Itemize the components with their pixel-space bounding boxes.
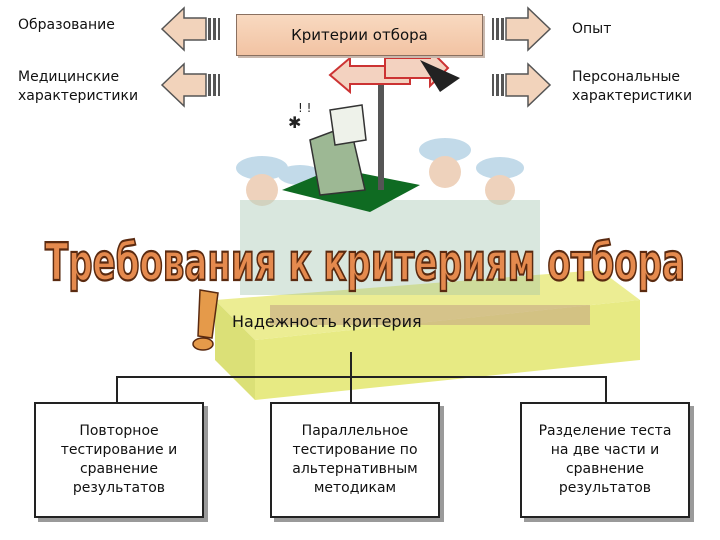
experience-label: Опыт <box>572 21 612 37</box>
connector-vertical <box>350 352 352 377</box>
medical-characteristics-label: Медицинские характеристики <box>18 69 139 104</box>
right-arrow-icon <box>492 6 552 52</box>
education-label: Образование <box>18 17 115 33</box>
desk-illustration <box>215 270 640 400</box>
connector-left <box>116 376 118 403</box>
selection-criteria-label: Критерии отбора <box>291 26 428 44</box>
crowd-illustration <box>236 138 540 295</box>
exclamation-icon <box>192 289 219 351</box>
selection-criteria-box: Критерии отбора <box>236 14 483 56</box>
method-text: Разделение теста на две части и сравнени… <box>538 423 672 496</box>
main-title-text: Требования к критериям отбора <box>45 233 685 293</box>
connector-right <box>605 376 607 403</box>
connector-middle <box>350 376 352 403</box>
right-arrow-icon <box>492 62 552 108</box>
left-arrow-icon <box>160 62 220 108</box>
method-box-parallel: Параллельное тестирование по альтернатив… <box>270 402 440 518</box>
personal-characteristics-label: Персональные характеристики <box>572 69 693 104</box>
signpost-pole <box>378 80 384 190</box>
connector-horizontal <box>116 376 607 378</box>
reliability-label: Надежность критерия <box>232 312 422 331</box>
method-text: Параллельное тестирование по альтернатив… <box>292 423 418 496</box>
method-box-split-half: Разделение теста на две части и сравнени… <box>520 402 690 518</box>
svg-text:✱: ✱ <box>288 113 301 132</box>
method-box-retest: Повторное тестирование и сравнение резул… <box>34 402 204 518</box>
person-illustration: ✱ ! ! <box>288 101 367 196</box>
svg-text:! !: ! ! <box>298 101 311 115</box>
main-title: Требования к критериям отбора <box>44 232 686 294</box>
method-text: Повторное тестирование и сравнение резул… <box>60 423 178 496</box>
left-arrow-icon <box>160 6 220 52</box>
signpost-arrows <box>328 47 460 95</box>
